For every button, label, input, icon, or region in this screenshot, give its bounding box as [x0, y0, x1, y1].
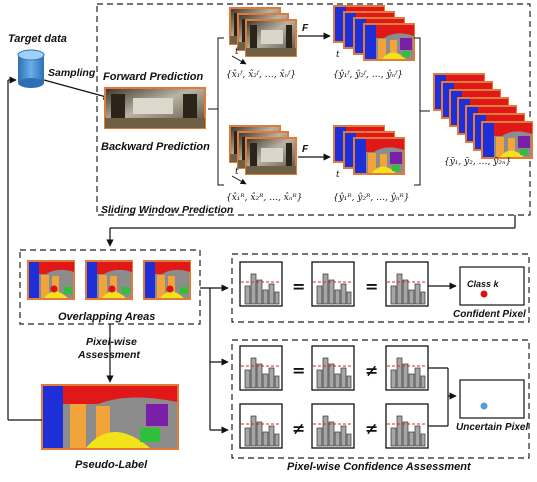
overlap-map-3: [143, 260, 191, 300]
t-forward-out: t: [336, 50, 340, 60]
x-backward-set: {x̂₁ᴿ, x̂₂ᴿ, …, x̂ₙᴿ}: [226, 192, 303, 203]
y-all-set: {ȳ₁, ȳ₂, …, ȳ₂ₙ}: [444, 157, 511, 167]
pixel-dot-icon: [480, 290, 488, 298]
y-backward-set: {ŷ₁ᴿ, ŷ₂ᴿ, …, ŷₙᴿ}: [333, 192, 410, 203]
equal-symbol-3: =: [292, 361, 305, 380]
t-forward: t: [235, 47, 239, 57]
segmentation-map-icon: [333, 5, 415, 61]
x-forward-set: {x̂₁ᶠ, x̂₂ᶠ, …, x̂ₙᶠ}: [226, 69, 296, 80]
sampling-label: Sampling: [48, 67, 96, 79]
confident-pixel-panel: [459, 266, 525, 306]
equal-symbol-1: =: [292, 277, 305, 296]
histogram-icon-8: [311, 403, 355, 449]
sliding-window-title: Sliding Window Prediction: [101, 204, 233, 216]
assessment-label: Assessment: [77, 349, 140, 361]
camera-frame-icon: [104, 87, 206, 129]
uncertain-pixel-panel: [459, 379, 525, 419]
not-equal-symbol-3: ≠: [365, 419, 378, 438]
t-backward: t: [235, 167, 239, 177]
histogram-icon-2: [311, 261, 355, 307]
pixel-wise-label: Pixel-wise: [86, 336, 137, 348]
overlapping-areas-label: Overlapping Areas: [58, 311, 155, 323]
overlap-map-2: [85, 260, 133, 300]
histogram-icon-4: [239, 345, 283, 391]
histogram-icon-7: [239, 403, 283, 449]
confident-box: [231, 253, 530, 323]
backward-frame-stack: [229, 125, 297, 175]
histogram-icon-5: [311, 345, 355, 391]
backward-prediction-label: Backward Prediction: [101, 141, 210, 153]
f-backward: F: [302, 144, 309, 155]
histogram-icon-3: [385, 261, 429, 307]
database-icon: [17, 49, 45, 88]
merged-prediction-stack: [433, 73, 533, 159]
sliding-window-box: [96, 3, 531, 216]
t-backward-out: t: [336, 170, 340, 180]
uncertain-pixel-label: Uncertain Pixel: [456, 422, 528, 433]
target-data-label: Target data: [8, 33, 67, 45]
confident-pixel-label: Confident Pixel: [453, 309, 526, 320]
histogram-icon: [239, 261, 283, 307]
confidence-assessment-title: Pixel-wise Confidence Assessment: [287, 461, 472, 473]
forward-prediction-label: Forward Prediction: [103, 71, 204, 83]
backward-segmentation-stack: [333, 125, 405, 175]
equal-symbol-2: =: [365, 277, 378, 296]
pseudo-label-map: [41, 384, 179, 450]
f-forward: F: [302, 23, 309, 34]
not-equal-symbol-2: ≠: [292, 419, 305, 438]
uncertain-dot-icon: [480, 402, 488, 410]
not-equal-symbol-1: ≠: [365, 361, 378, 380]
y-forward-set: {ŷ₁ᶠ, ŷ₂ᶠ, …, ŷₙᶠ}: [333, 69, 403, 80]
pseudo-label-text: Pseudo-Label: [75, 459, 148, 471]
uncertain-box: [231, 339, 530, 459]
forward-frame-stack: [229, 7, 297, 57]
class-k-label: Class k: [467, 279, 500, 289]
histogram-icon-6: [385, 345, 429, 391]
overlap-map-1: [27, 260, 75, 300]
histogram-icon-9: [385, 403, 429, 449]
